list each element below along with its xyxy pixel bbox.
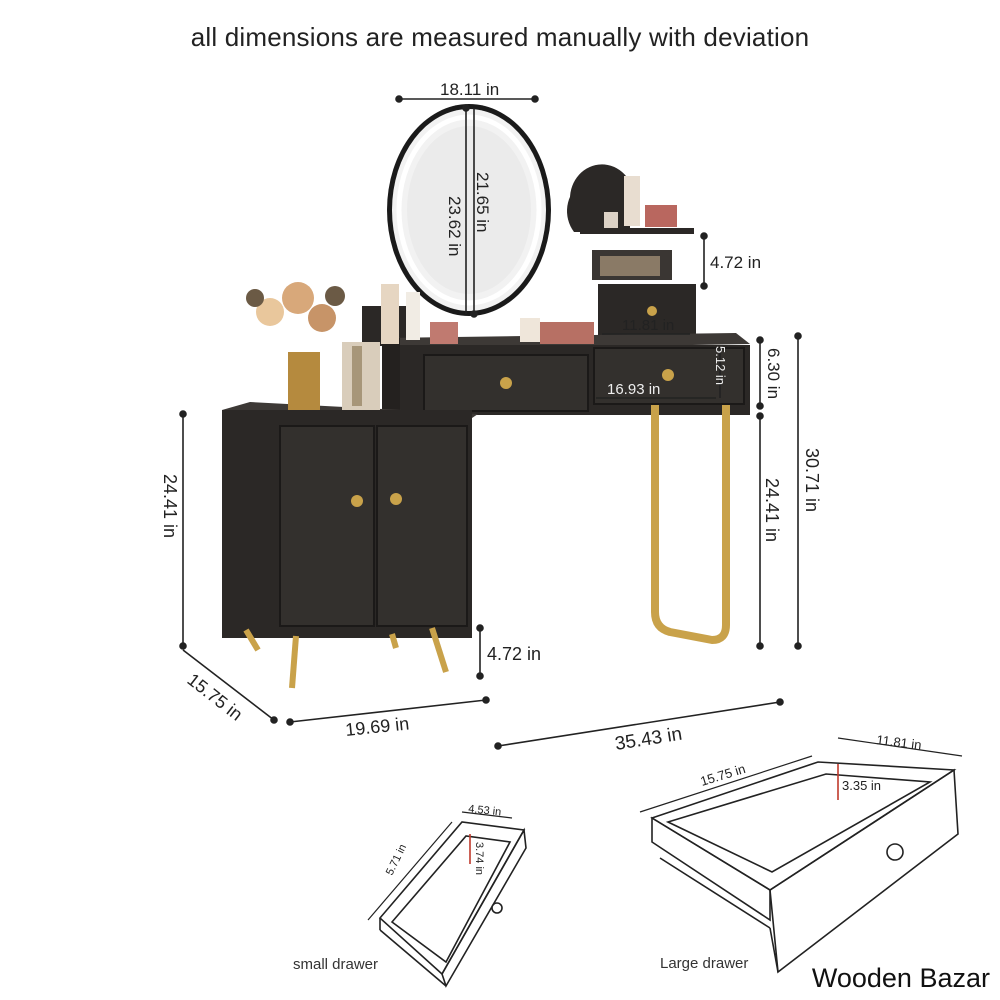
shelf-gap-label: 4.72 in: [710, 253, 761, 272]
gold-leg: [651, 405, 730, 644]
brand-watermark: Wooden Bazar: [811, 963, 990, 993]
measurement-note: all dimensions are measured manually wit…: [190, 22, 810, 52]
total-height-label: 30.71 in: [802, 448, 822, 512]
apron-height-label: 6.30 in: [764, 348, 783, 399]
small-drawer-height-label: 3.74 in: [473, 842, 485, 875]
led-mirror: [387, 104, 551, 316]
small-drawer-width-label: 4.53 in: [468, 803, 502, 818]
shelf-unit: [567, 164, 696, 336]
large-drawer-illustration: [650, 761, 959, 974]
desk: [362, 284, 750, 416]
top-drawer-width-label: 11.81 in: [622, 317, 674, 334]
mirror-outer-height-label: 23.62 in: [445, 196, 464, 257]
large-drawer-width-label: 11.81 in: [876, 732, 923, 752]
side-cabinet: [222, 402, 478, 689]
cabinet-leg-height-label: 4.72 in: [487, 644, 541, 664]
desk-drawer-height-label: 5.12 in: [713, 346, 728, 385]
small-drawer-depth-label: 5.71 in: [384, 842, 409, 877]
large-drawer-height-label: 3.35 in: [842, 778, 881, 793]
desk-drawer-width-label: 16.93 in: [607, 381, 660, 398]
large-drawer-caption: Large drawer: [660, 955, 749, 972]
flower-vase-decor: [246, 282, 380, 410]
small-drawer-illustration: [378, 821, 527, 988]
depth-label: 15.75 in: [184, 669, 247, 724]
cabinet-height-label: 24.41 in: [160, 474, 180, 538]
small-drawer-caption: small drawer: [293, 956, 379, 973]
dimension-lines: [179, 95, 802, 750]
mirror-width-label: 18.11 in: [440, 80, 499, 99]
desk-leg-height-label: 24.41 in: [762, 478, 782, 542]
desk-width-label: 35.43 in: [613, 724, 683, 755]
cabinet-width-label: 19.69 in: [344, 713, 410, 740]
mirror-inner-height-label: 21.65 in: [473, 172, 492, 233]
